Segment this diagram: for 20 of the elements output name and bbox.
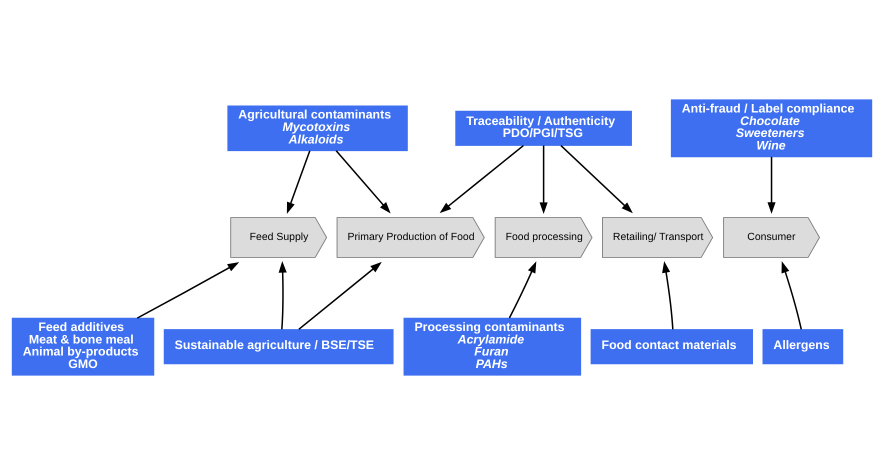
arrow [767, 156, 776, 214]
arrow [540, 146, 548, 214]
arrow [136, 262, 240, 319]
node-box: Sustainable agriculture / BSE/TSE [164, 329, 394, 364]
node-box: Allergens [762, 329, 844, 364]
arrow [298, 262, 382, 330]
arrow [560, 144, 633, 214]
arrow [336, 150, 391, 214]
arrow [508, 261, 536, 318]
arrow [286, 150, 311, 214]
node-box: Food contact materials [590, 329, 754, 364]
node-box: Feed additives Meat & bone meal Animal by-products GMO [12, 318, 154, 376]
node-box: Processing contaminants Acrylamide Furan PAHs [404, 318, 582, 376]
node-box: Agricultural contaminants Mycotoxins Alkaloids [227, 106, 408, 152]
arrow [278, 261, 287, 330]
arrow [662, 261, 674, 330]
arrow [782, 261, 802, 330]
arrow [440, 144, 524, 214]
node-box: Anti-fraud / Label compliance Chocolate Sweeteners Wine [670, 99, 872, 158]
node-box: Traceability / Authenticity PDO/PGI/TSG [455, 110, 632, 146]
